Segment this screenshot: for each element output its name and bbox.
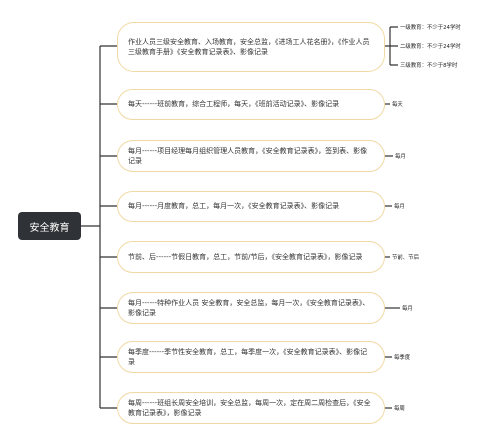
branch-node-4[interactable]: 节前、后------节假日教育，总工，节前/节后，《安全教育记录表》，影像记录 (117, 241, 385, 273)
branch-text-5: 每月------特种作业人员 安全教育，安全总监，每月一次，《安全教育记录表》、… (128, 298, 370, 318)
branch-node-7[interactable]: 每周------班组长周安全培训，安全总监，每周一次，定在周二周检查后，《安全教… (117, 392, 385, 424)
branch-text-4: 节前、后------节假日教育，总工，节前/节后，《安全教育记录表》，影像记录 (128, 252, 363, 261)
tag-daily: 每天 (392, 102, 403, 108)
tag-monthly-chief: 每月 (394, 204, 405, 210)
branch-node-6[interactable]: 每季度------季节性安全教育，总工，每季度一次，《安全教育记录表》、影像记录 (117, 341, 385, 373)
tag-monthly-special: 每月 (402, 306, 413, 312)
branch-node-5[interactable]: 每月------特种作业人员 安全教育，安全总监，每月一次，《安全教育记录表》、… (117, 292, 385, 324)
branch-text-0: 作业人员三级安全教育、入场教育，安全总监，《进场工人花名册》，《作业人员三级教育… (128, 37, 370, 57)
tag-level-1: 一级教育：不少于24学时 (400, 25, 461, 31)
branch-node-0[interactable]: 作业人员三级安全教育、入场教育，安全总监，《进场工人花名册》，《作业人员三级教育… (117, 22, 385, 72)
branch-node-3[interactable]: 每月------月度教育，总工，每月一次，《安全教育记录表》、影像记录 (117, 191, 385, 222)
root-node[interactable]: 安全教育 (18, 212, 81, 240)
branch-text-1: 每天------班前教育，综合工程师，每天，《班前活动记录》、影像记录 (128, 100, 340, 109)
branch-node-2[interactable]: 每月------项目经理每月组织管理人员教育，《安全教育记录表》，签到表、影像记… (117, 140, 385, 172)
branch-text-7: 每周------班组长周安全培训，安全总监，每周一次，定在周二周检查后，《安全教… (128, 398, 371, 418)
tag-monthly-pm: 每月 (395, 154, 406, 160)
branch-node-1[interactable]: 每天------班前教育，综合工程师，每天，《班前活动记录》、影像记录 (117, 89, 385, 120)
tag-bracket-0 (385, 26, 398, 66)
branch-text-3: 每月------月度教育，总工，每月一次，《安全教育记录表》、影像记录 (128, 202, 340, 211)
tag-holiday: 节前、节后 (392, 255, 419, 261)
root-label: 安全教育 (29, 222, 70, 234)
tag-level-2: 二级教育：不少于24学时 (400, 44, 461, 50)
tag-quarterly: 每季度 (394, 355, 411, 361)
tag-weekly: 每周 (394, 406, 405, 412)
branch-text-2: 每月------项目经理每月组织管理人员教育，《安全教育记录表》，签到表、影像记… (128, 146, 368, 166)
branch-text-6: 每季度------季节性安全教育，总工，每季度一次，《安全教育记录表》、影像记录 (128, 347, 368, 367)
tag-level-3: 三级教育：不少于8学时 (400, 63, 458, 69)
